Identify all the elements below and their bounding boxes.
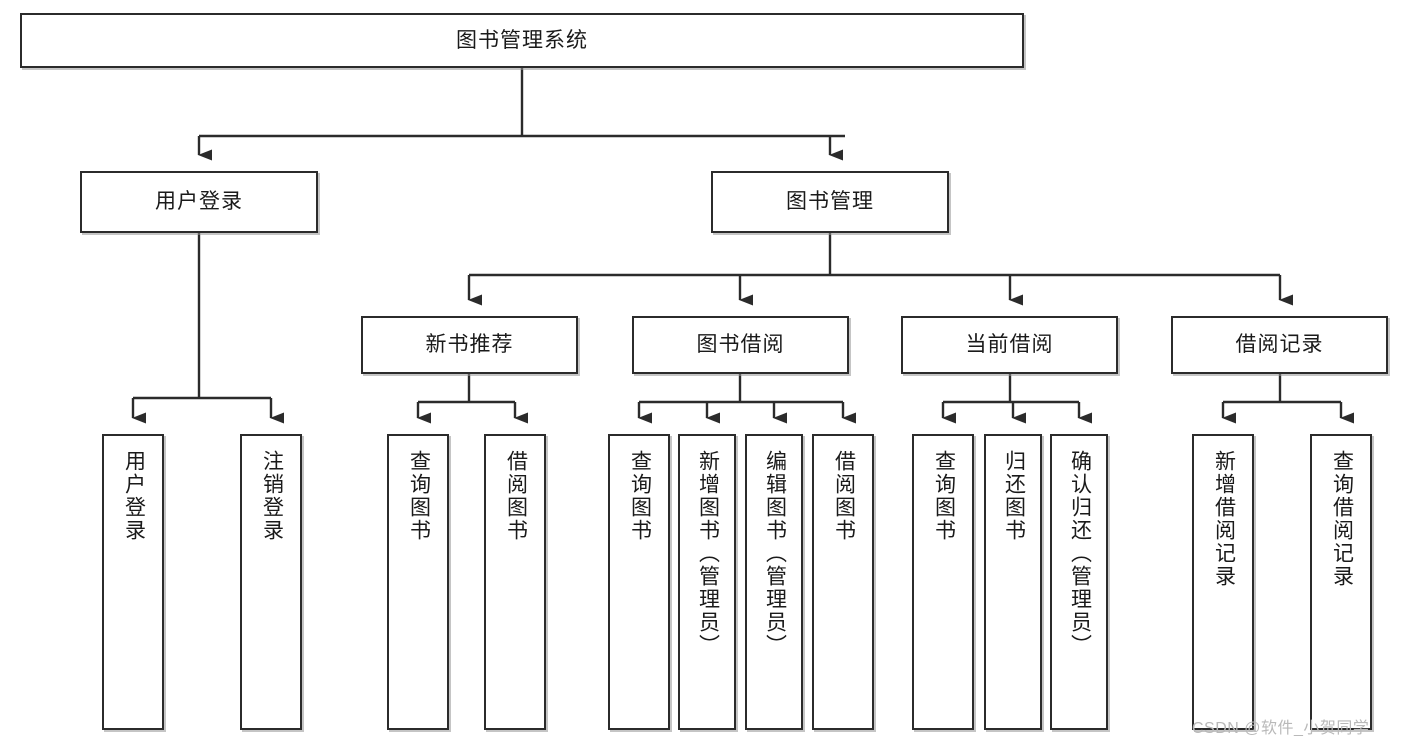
node-new-book-rec-label: 新书推荐 bbox=[425, 333, 514, 357]
leaf-query-book-3[interactable]: 查询图书 bbox=[912, 434, 974, 730]
leaf-return-book-label: 归还图书 bbox=[1002, 450, 1026, 542]
leaf-add-record[interactable]: 新增借阅记录 bbox=[1192, 434, 1254, 730]
leaf-query-book-1[interactable]: 查询图书 bbox=[387, 434, 449, 730]
leaf-query-record-label: 查询借阅记录 bbox=[1330, 450, 1354, 588]
leaf-edit-book-label: 编辑图书（管理员） bbox=[763, 450, 787, 657]
leaf-return-book[interactable]: 归还图书 bbox=[984, 434, 1042, 730]
leaf-borrow-book-2[interactable]: 借阅图书 bbox=[812, 434, 874, 730]
leaf-confirm-return[interactable]: 确认归还（管理员） bbox=[1050, 434, 1108, 730]
node-borrow-record[interactable]: 借阅记录 bbox=[1171, 316, 1388, 374]
leaf-add-record-label: 新增借阅记录 bbox=[1212, 450, 1236, 588]
node-user-login-label: 用户登录 bbox=[155, 190, 243, 214]
node-current-borrow[interactable]: 当前借阅 bbox=[901, 316, 1118, 374]
leaf-borrow-book-1-label: 借阅图书 bbox=[504, 450, 528, 542]
node-book-borrow[interactable]: 图书借阅 bbox=[632, 316, 849, 374]
leaf-add-book[interactable]: 新增图书（管理员） bbox=[678, 434, 736, 730]
leaf-borrow-book-1[interactable]: 借阅图书 bbox=[484, 434, 546, 730]
csdn-watermark: CSDN @软件_小贺同学 bbox=[1192, 720, 1370, 737]
leaf-confirm-return-label: 确认归还（管理员） bbox=[1068, 450, 1092, 657]
leaf-query-book-3-label: 查询图书 bbox=[932, 450, 956, 542]
leaf-borrow-book-2-label: 借阅图书 bbox=[832, 450, 856, 542]
node-root[interactable]: 图书管理系统 bbox=[20, 13, 1024, 68]
leaf-query-book-2[interactable]: 查询图书 bbox=[608, 434, 670, 730]
node-borrow-record-label: 借阅记录 bbox=[1235, 333, 1324, 357]
node-book-manage-label: 图书管理 bbox=[786, 190, 874, 214]
leaf-add-book-label: 新增图书（管理员） bbox=[696, 450, 720, 657]
node-book-manage[interactable]: 图书管理 bbox=[711, 171, 949, 233]
leaf-query-book-1-label: 查询图书 bbox=[407, 450, 431, 542]
leaf-edit-book[interactable]: 编辑图书（管理员） bbox=[745, 434, 803, 730]
leaf-logout[interactable]: 注销登录 bbox=[240, 434, 302, 730]
leaf-user-login[interactable]: 用户登录 bbox=[102, 434, 164, 730]
leaf-query-book-2-label: 查询图书 bbox=[628, 450, 652, 542]
leaf-logout-label: 注销登录 bbox=[260, 450, 284, 542]
node-current-borrow-label: 当前借阅 bbox=[965, 333, 1054, 357]
leaf-user-login-label: 用户登录 bbox=[122, 450, 146, 542]
node-user-login[interactable]: 用户登录 bbox=[80, 171, 318, 233]
node-new-book-rec[interactable]: 新书推荐 bbox=[361, 316, 578, 374]
node-root-label: 图书管理系统 bbox=[456, 28, 588, 52]
leaf-query-record[interactable]: 查询借阅记录 bbox=[1310, 434, 1372, 730]
node-book-borrow-label: 图书借阅 bbox=[696, 333, 785, 357]
